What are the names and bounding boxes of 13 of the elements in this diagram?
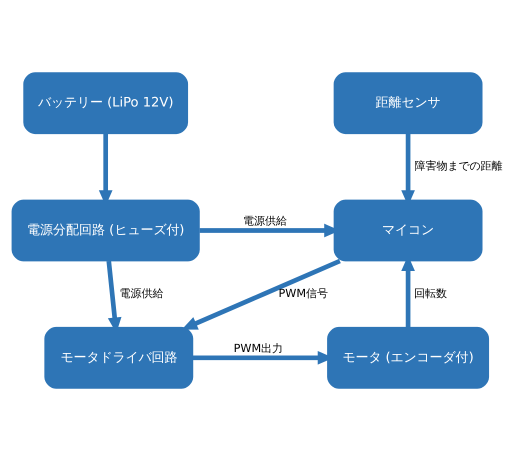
node-box: 電源分配回路 (ヒューズ付) (12, 200, 200, 262)
arrow (182, 258, 341, 330)
node-box: マイコン (334, 200, 483, 262)
node-box: 距離センサ (334, 72, 483, 134)
node-box: モータドライバ回路 (44, 326, 194, 389)
edge-label: PWM出力 (234, 342, 284, 355)
edge-label: 障害物までの距離 (414, 160, 503, 173)
edge-label: 電源供給 (242, 214, 287, 228)
edge-label: 電源供給 (119, 287, 164, 300)
node-box: モータ (エンコーダ付) (327, 326, 490, 389)
node-box: バッテリー (LiPo 12V) (23, 72, 188, 134)
edge-label: 回転数 (414, 287, 448, 300)
edge-label: PWM信号 (278, 287, 328, 300)
